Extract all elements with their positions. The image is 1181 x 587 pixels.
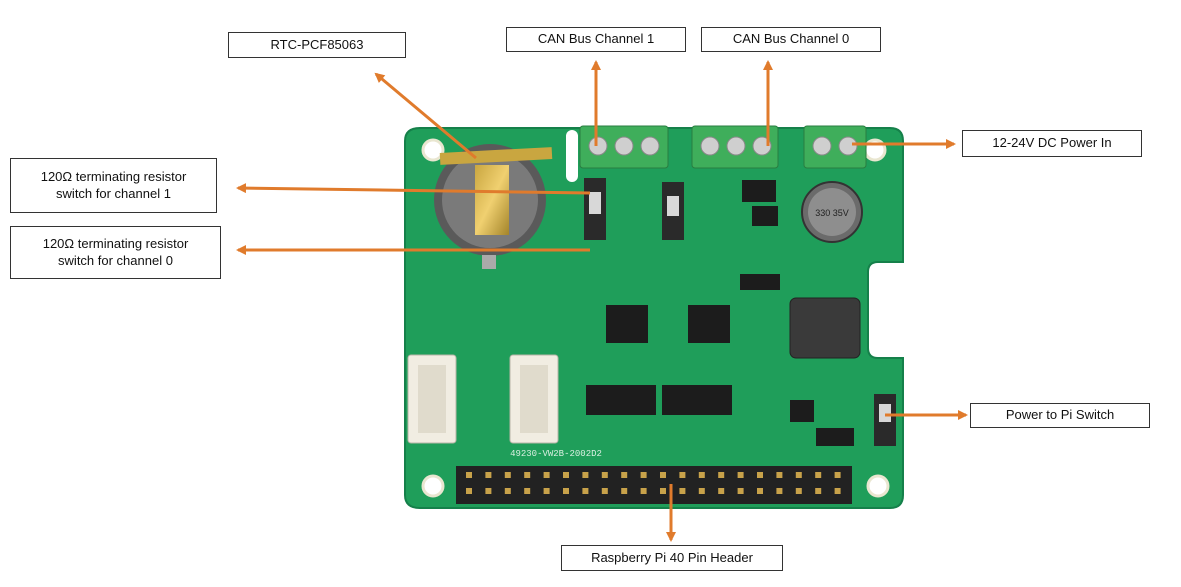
arrow-resistor-ch1 <box>236 183 591 195</box>
header-pin <box>679 488 686 494</box>
grove-connector <box>509 354 559 444</box>
header-pin <box>815 472 822 478</box>
header-pin <box>698 488 705 494</box>
header-pin <box>660 472 666 478</box>
header-pin <box>543 472 550 478</box>
terminal-block-can0 <box>691 125 779 169</box>
power-inductor <box>789 297 861 359</box>
header-pin <box>679 472 686 478</box>
label-resistor-ch1-line2: switch for channel 1 <box>56 185 171 201</box>
part-number-silkscreen: 49230-VW2B-2002D2 <box>510 449 602 459</box>
header-pin <box>621 472 628 478</box>
terminal-block-power <box>803 125 867 169</box>
header-pin <box>524 472 531 478</box>
header-pin <box>485 472 492 478</box>
header-pin <box>698 472 705 478</box>
label-pi-switch: Power to Pi Switch <box>970 403 1150 428</box>
label-resistor-ch1-line1: 120Ω terminating resistor <box>40 168 187 184</box>
ic-chip <box>752 206 778 226</box>
header-pin <box>466 488 472 494</box>
label-rtc-text: RTC-PCF85063 <box>270 36 364 52</box>
header-pin <box>776 472 783 478</box>
gpio-40-pin-header <box>456 466 852 504</box>
header-pin <box>485 488 492 494</box>
header-pin <box>640 472 647 478</box>
header-pin <box>834 472 841 478</box>
power-to-pi-switch <box>874 394 896 446</box>
label-header: Raspberry Pi 40 Pin Header <box>561 545 783 571</box>
label-power-in: 12-24V DC Power In <box>962 130 1142 157</box>
header-pin <box>776 488 783 494</box>
header-pin <box>815 488 822 494</box>
ic-chip <box>586 385 656 415</box>
resistor-switch-ch0 <box>662 182 684 240</box>
label-can0: CAN Bus Channel 0 <box>701 27 881 52</box>
board-slot <box>566 130 578 182</box>
header-pin <box>582 488 589 494</box>
header-pin <box>795 488 802 494</box>
header-pin <box>660 488 666 494</box>
electrolytic-capacitor: 330 35V <box>801 181 863 243</box>
ic-chip <box>688 305 730 343</box>
header-pin <box>640 488 647 494</box>
header-pin <box>582 472 589 478</box>
label-pi-switch-text: Power to Pi Switch <box>1005 407 1115 423</box>
header-pin <box>466 472 472 478</box>
mounting-hole <box>421 138 445 162</box>
header-pin <box>601 488 608 494</box>
header-pin <box>737 488 744 494</box>
ic-chip <box>742 180 776 202</box>
ic-chip <box>740 274 780 290</box>
header-pin <box>718 488 725 494</box>
header-pin <box>621 488 628 494</box>
header-pin <box>524 488 531 494</box>
capacitor-marking: 330 35V <box>815 208 849 218</box>
mounting-hole <box>866 474 890 498</box>
header-pin <box>737 472 744 478</box>
label-resistor-ch1: 120Ω terminating resistor switch for cha… <box>10 158 217 213</box>
header-pin <box>563 472 569 478</box>
header-pin <box>563 488 569 494</box>
header-pin <box>757 488 763 494</box>
ic-chip <box>606 305 648 343</box>
header-pin <box>795 472 802 478</box>
ic-chip <box>662 385 732 415</box>
label-can1: CAN Bus Channel 1 <box>506 27 686 52</box>
terminal-block-can1 <box>579 125 669 169</box>
ic-chip <box>816 428 854 446</box>
label-resistor-ch0-line1: 120Ω terminating resistor <box>42 235 189 251</box>
label-can1-text: CAN Bus Channel 1 <box>537 31 655 47</box>
arrow-rtc <box>374 72 477 160</box>
label-power-in-text: 12-24V DC Power In <box>992 135 1112 151</box>
header-pin <box>504 472 511 478</box>
label-resistor-ch0: 120Ω terminating resistor switch for cha… <box>10 226 221 279</box>
label-header-text: Raspberry Pi 40 Pin Header <box>591 549 753 565</box>
header-pin <box>601 472 608 478</box>
header-pin <box>757 472 763 478</box>
header-pin <box>543 488 550 494</box>
label-resistor-ch0-line2: switch for channel 0 <box>58 252 173 268</box>
mounting-hole <box>421 474 445 498</box>
grove-connector <box>407 354 457 444</box>
header-pin <box>504 488 511 494</box>
ic-chip <box>790 400 814 422</box>
header-pin <box>834 488 841 494</box>
header-pin <box>718 472 725 478</box>
label-can0-text: CAN Bus Channel 0 <box>732 31 850 47</box>
resistor-switch-ch1 <box>584 178 606 240</box>
label-rtc: RTC-PCF85063 <box>228 32 406 58</box>
callout-arrows <box>236 60 968 542</box>
